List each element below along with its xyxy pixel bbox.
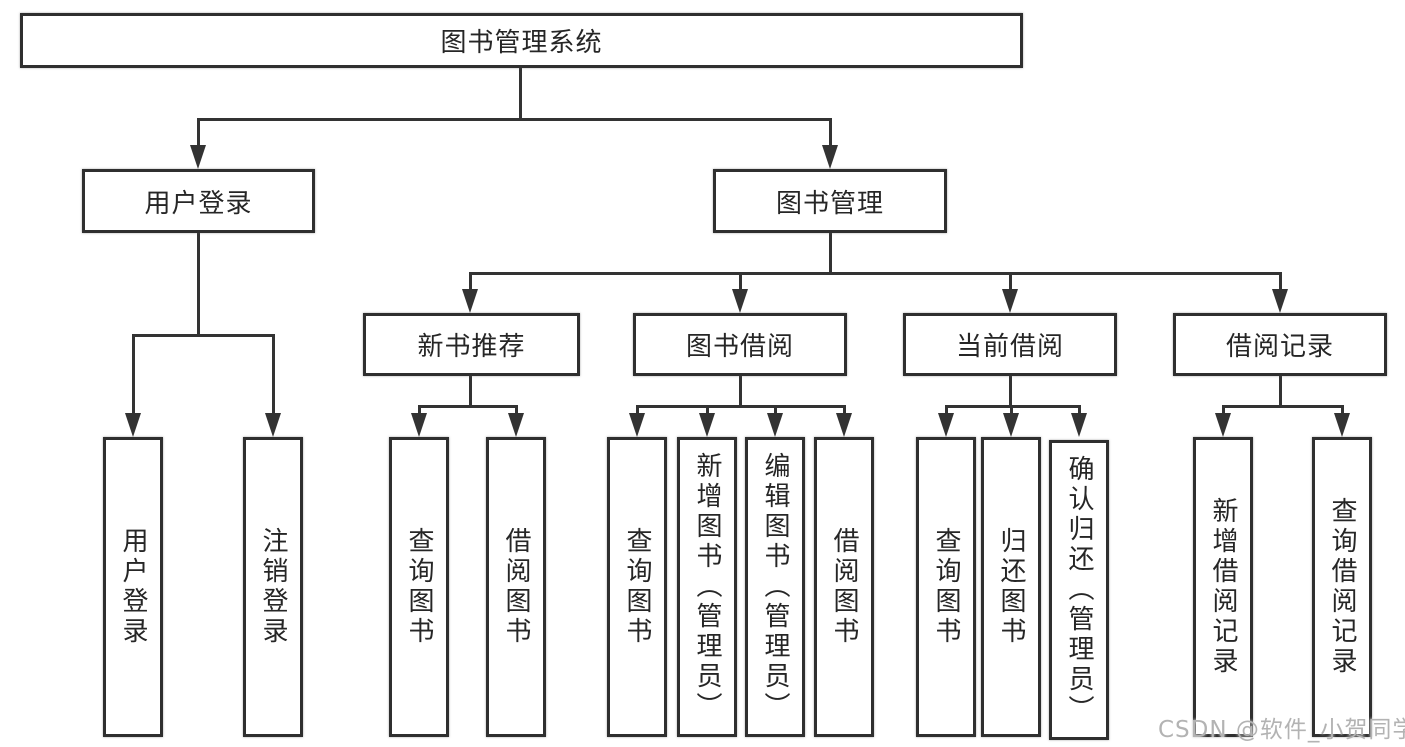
node-group-book-borrow: 图书借阅 [633,313,847,376]
leaf-new-query-books: 查询图书 [389,437,449,737]
connector-g4-trunk [1279,375,1282,407]
node-root-label: 图书管理系统 [440,28,603,58]
connector-mgmt-trunk [829,233,832,274]
arrowhead-leaf-logout [265,413,281,437]
leaf-add-borrow-record: 新增借阅记录 [1193,437,1253,737]
leaf-logout: 注销登录 [243,437,303,737]
leaf-borrow-query-books: 查询图书 [607,437,667,737]
connector-g4-stem-2 [1341,407,1344,415]
node-user-login: 用户登录 [82,169,315,233]
connector-stem-group-new [469,274,472,290]
leaf-query-borrow-record: 查询借阅记录 [1312,437,1372,737]
arrowhead-g3-leaf-3 [1071,413,1087,437]
connector-g3-trunk [1009,375,1012,407]
node-book-mgmt: 图书管理 [713,169,947,233]
connector-g1-trunk [469,375,472,407]
connector-stem-book-mgmt [829,120,832,146]
connector-stem-group-borrow [739,274,742,290]
connector-g4-stem-1 [1222,407,1225,415]
connector-stem-group-record [1279,274,1282,290]
connector-mgmt-hline [469,272,1282,275]
connector-g4-hline [1222,405,1344,408]
arrowhead-user-login [190,145,206,169]
arrowhead-group-current [1002,289,1018,313]
arrowhead-g2-leaf-3 [767,413,783,437]
connector-g2-stem-4 [843,407,846,415]
connector-stem-leaf-logout [272,336,275,414]
leaf-borrow-query-books-label: 查询图书 [622,527,652,647]
connector-g2-stem-1 [636,407,639,415]
connector-g2-trunk [739,375,742,407]
leaf-edit-books-admin: 编辑图书（管理员） [745,437,805,737]
arrowhead-g4-leaf-2 [1334,413,1350,437]
node-group-current-borrow: 当前借阅 [903,313,1117,376]
arrowhead-group-borrow [732,289,748,313]
node-group-borrow-record-label: 借阅记录 [1225,332,1334,362]
connector-stem-group-current [1009,274,1012,290]
arrowhead-g2-leaf-2 [699,413,715,437]
arrowhead-g3-leaf-1 [938,413,954,437]
node-group-borrow-record: 借阅记录 [1173,313,1387,376]
leaf-logout-label: 注销登录 [258,527,288,647]
leaf-edit-books-admin-label: 编辑图书（管理员） [760,452,790,722]
leaf-new-query-books-label: 查询图书 [404,527,434,647]
connector-g2-hline [636,405,846,408]
connector-root-trunk [519,68,522,120]
connector-g3-hline [945,405,1081,408]
node-root-system: 图书管理系统 [20,13,1023,68]
arrowhead-g2-leaf-1 [629,413,645,437]
leaf-add-books-admin: 新增图书（管理员） [677,437,737,737]
connector-user-hline [132,334,275,337]
node-group-book-borrow-label: 图书借阅 [685,332,794,362]
connector-stem-user-login [197,120,200,146]
node-group-new-books: 新书推荐 [363,313,580,376]
leaf-add-borrow-record-label: 新增借阅记录 [1208,497,1238,677]
leaf-user-login: 用户登录 [103,437,163,737]
leaf-query-borrow-record-label: 查询借阅记录 [1327,497,1357,677]
csdn-watermark: CSDN @软件_小贺同学 [1158,717,1405,743]
arrowhead-leaf-login [125,413,141,437]
connector-g2-stem-2 [706,407,709,415]
connector-g1-hline [418,405,518,408]
node-group-new-books-label: 新书推荐 [417,332,526,362]
connector-user-trunk [197,233,200,336]
connector-g3-stem-3 [1078,407,1081,415]
arrowhead-g2-leaf-4 [836,413,852,437]
arrowhead-g4-leaf-1 [1215,413,1231,437]
leaf-add-books-admin-label: 新增图书（管理员） [692,452,722,722]
connector-g1-stem-1 [418,407,421,415]
leaf-return-books: 归还图书 [981,437,1041,737]
arrowhead-group-record [1272,289,1288,313]
leaf-user-login-label: 用户登录 [118,527,148,647]
node-book-mgmt-label: 图书管理 [775,188,884,219]
leaf-new-borrow-books-label: 借阅图书 [501,527,531,647]
arrowhead-group-new [462,289,478,313]
connector-level1-hline [197,118,832,121]
connector-stem-leaf-login [132,336,135,414]
arrowhead-g1-leaf-2 [508,413,524,437]
connector-g2-stem-3 [774,407,777,415]
leaf-confirm-return-admin-label: 确认归还（管理员） [1064,455,1094,725]
arrowhead-book-mgmt [822,145,838,169]
node-user-login-label: 用户登录 [144,188,253,219]
leaf-confirm-return-admin: 确认归还（管理员） [1049,440,1109,740]
connector-g3-stem-1 [945,407,948,415]
leaf-current-query-books: 查询图书 [916,437,976,737]
connector-g3-stem-2 [1010,407,1013,415]
arrowhead-g3-leaf-2 [1003,413,1019,437]
leaf-new-borrow-books: 借阅图书 [486,437,546,737]
leaf-return-books-label: 归还图书 [996,527,1026,647]
node-group-current-borrow-label: 当前借阅 [955,332,1064,362]
arrowhead-g1-leaf-1 [411,413,427,437]
leaf-borrow-books-label: 借阅图书 [829,527,859,647]
leaf-borrow-books: 借阅图书 [814,437,874,737]
connector-g1-stem-2 [515,407,518,415]
leaf-current-query-books-label: 查询图书 [931,527,961,647]
